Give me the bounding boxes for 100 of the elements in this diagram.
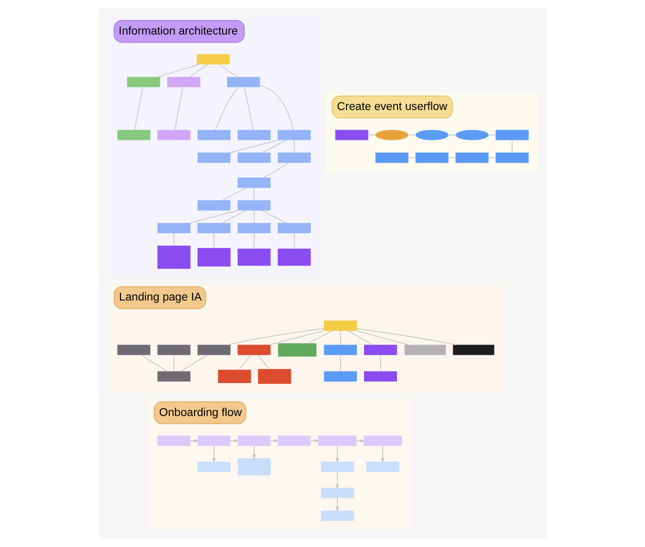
connector (180, 354, 207, 372)
connector (261, 210, 286, 224)
connector (259, 85, 294, 130)
connector (355, 330, 410, 346)
cluster: Landing page IA (107, 283, 503, 394)
node-box (226, 76, 260, 88)
node-box (366, 462, 399, 472)
node-box (237, 344, 270, 356)
connector (253, 232, 254, 250)
connector (134, 86, 143, 130)
node-box (318, 436, 356, 446)
arrow (335, 472, 339, 490)
node-box (156, 246, 190, 269)
node-box (277, 248, 310, 266)
arrow (380, 445, 384, 463)
node-box (320, 488, 354, 498)
node-box (452, 344, 494, 356)
node-box (495, 152, 528, 163)
connector (262, 162, 288, 178)
node-box (197, 200, 230, 211)
connector (511, 140, 512, 154)
node-box (116, 344, 150, 356)
node-ellipse (414, 130, 448, 140)
node-box (258, 369, 291, 384)
connector (226, 328, 324, 346)
node-box (126, 76, 160, 88)
node-box (495, 130, 528, 140)
node-box (237, 200, 270, 211)
connector (174, 86, 183, 130)
node-box (323, 320, 356, 331)
connector (218, 64, 238, 78)
node-box (237, 436, 270, 446)
cluster: Create event userflow (325, 92, 538, 172)
node-box (277, 152, 310, 163)
connector (407, 134, 416, 136)
node-box (197, 436, 230, 446)
node-box (197, 222, 230, 234)
node-box (237, 178, 270, 188)
node-box (197, 344, 230, 356)
connector (238, 354, 251, 370)
node-box (323, 344, 356, 356)
node-box (156, 371, 190, 382)
cluster: Information architecture (107, 16, 320, 278)
node-box (414, 152, 448, 163)
node-box (237, 152, 270, 163)
node-box (197, 130, 230, 140)
node-box (323, 371, 356, 382)
connector (253, 187, 254, 201)
connector (256, 354, 270, 370)
node-box (277, 130, 310, 140)
connector (293, 140, 294, 154)
node-box (197, 248, 230, 267)
node-box (404, 344, 446, 356)
connector (221, 210, 246, 224)
node-box (363, 436, 402, 446)
node-box (116, 130, 150, 140)
node-box (334, 130, 368, 140)
connector (221, 187, 246, 201)
node-ellipse (374, 130, 408, 140)
node-box (237, 222, 270, 234)
node-box (320, 510, 354, 521)
node-box (364, 371, 397, 382)
connector (156, 64, 200, 78)
connector (173, 354, 174, 372)
connector (188, 210, 238, 224)
connector (213, 232, 214, 248)
connector (244, 86, 254, 130)
node-box (237, 248, 270, 266)
arrow (335, 445, 339, 463)
node-box (455, 152, 488, 163)
node-box (196, 54, 230, 64)
connector (356, 328, 456, 346)
connector (346, 330, 373, 346)
node-box (217, 370, 250, 384)
connector (140, 354, 167, 372)
node-box (278, 343, 316, 357)
node-box (156, 436, 190, 446)
connector (228, 140, 278, 154)
arrow (252, 445, 256, 460)
node-box (374, 152, 408, 163)
node-box (320, 462, 354, 472)
node-box (197, 152, 230, 163)
node-box (156, 222, 190, 234)
node-box (237, 130, 270, 140)
arrow (335, 498, 339, 512)
arrow (212, 445, 216, 463)
node-box (277, 436, 310, 446)
connector (447, 134, 456, 136)
node-box (277, 222, 310, 234)
connector (261, 140, 286, 154)
connector (307, 330, 332, 344)
connector (173, 232, 174, 246)
connector (188, 64, 208, 78)
connector (367, 134, 376, 136)
connector (268, 330, 324, 346)
node-box (364, 344, 397, 356)
connector (293, 232, 294, 250)
node-box (197, 462, 230, 472)
node-box (237, 458, 270, 476)
cluster: Onboarding flow (147, 398, 411, 530)
